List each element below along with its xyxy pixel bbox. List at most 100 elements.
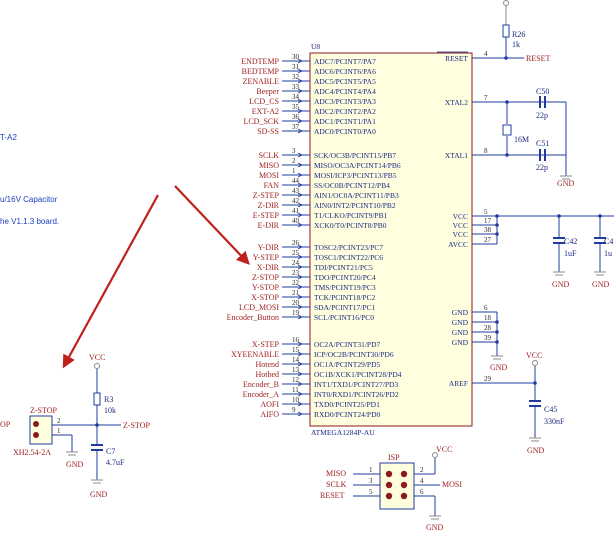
pin-net-label: Y-STOP xyxy=(252,283,280,292)
pin-number: 15 xyxy=(292,346,300,354)
pin-function-label: AIN0/INT2/PCINT10/PB2 xyxy=(314,201,396,210)
pin-net-label: E-STEP xyxy=(253,211,280,220)
pin-direction-mark xyxy=(297,182,303,188)
c-edge-gnd: GND xyxy=(592,280,610,289)
pin-net-label: ZENABLE xyxy=(243,77,280,86)
c51-ref: C51 xyxy=(536,139,549,148)
pin-function-label: ADC1/PCINT1/PA1 xyxy=(314,117,376,126)
pin-direction-mark xyxy=(297,244,303,250)
pin-function-label: INT0/RXD1/PCINT26/PD2 xyxy=(314,390,399,399)
pin-number: 36 xyxy=(292,113,300,121)
pin-number: 13 xyxy=(292,366,300,374)
pin-direction-mark xyxy=(297,192,303,198)
r3-value: 10k xyxy=(104,406,116,415)
pin-direction-mark xyxy=(297,411,303,417)
pin-function-label: INT1/TXD1/PCINT27/PD3 xyxy=(314,380,398,389)
zstop-vcc: VCC xyxy=(89,353,105,362)
isp-miso: MISO xyxy=(326,469,346,478)
pin-direction-mark xyxy=(297,98,303,104)
mcu-part: ATMEGA1284P-AU xyxy=(311,428,375,437)
isp-vcc: VCC xyxy=(436,445,452,454)
pin-net-label: LCD_SCK xyxy=(243,117,279,126)
pin-function-label: TXD0/PCINT25/PD1 xyxy=(314,400,380,409)
pin-number: 1 xyxy=(292,167,296,175)
pin-net-label: MOSI xyxy=(259,171,279,180)
isp-gnd: GND xyxy=(426,523,444,532)
pin-net-label: E-DIR xyxy=(258,221,280,230)
pin-function-label: TDI/PCINT21/PC5 xyxy=(314,263,373,272)
pin-direction-mark xyxy=(297,152,303,158)
mcu-body xyxy=(309,52,473,427)
c7-ref: C7 xyxy=(106,447,115,456)
pin-number: 6 xyxy=(484,304,488,312)
pin-net-label: Z-DIR xyxy=(258,201,280,210)
zstop-circuit: Z-STOP OP 2 1 XH2.54-2A GND VCC R3 10k Z… xyxy=(0,353,151,499)
c51-value: 22p xyxy=(536,163,548,172)
pin-direction-mark xyxy=(297,371,303,377)
pin-number: 29 xyxy=(484,375,492,383)
pin-net-label: ENDTEMP xyxy=(241,57,279,66)
note-capacitor: u/16V Capacitor xyxy=(0,195,58,204)
pin-direction-mark xyxy=(297,118,303,124)
pin-net-label: Encoder_Button xyxy=(227,313,279,322)
pin-function-label: RXD0/PCINT24/PD0 xyxy=(314,410,381,419)
pin-direction-mark xyxy=(297,78,303,84)
pin-direction-mark xyxy=(297,172,303,178)
pin-function-label: ADC0/PCINT0/PA0 xyxy=(314,127,376,136)
pin-direction-mark xyxy=(297,68,303,74)
r26-ref: R26 xyxy=(512,30,525,39)
pin-function-label: VCC xyxy=(453,212,468,221)
pin-function-label: ADC6/PCINT6/PA6 xyxy=(314,67,376,76)
pin-direction-mark xyxy=(297,351,303,357)
pin-function-label: SCK/OC3B/PCINT15/PB7 xyxy=(314,151,396,160)
zstop-connector-part: XH2.54-2A xyxy=(13,448,51,457)
pin-function-label: XCK0/T0/PCINT8/PB0 xyxy=(314,221,387,230)
isp-header: ISP MISO SCLK RESET 1 3 5 2 4 6 MOSI VCC… xyxy=(320,445,462,532)
pin-direction-mark xyxy=(297,212,303,218)
pin-direction-mark xyxy=(297,294,303,300)
zstop-pin1: 1 xyxy=(57,427,61,435)
pin-net-label: X-STEP xyxy=(252,340,280,349)
pin-function-label: AVCC xyxy=(448,240,468,249)
pin-direction-mark xyxy=(297,381,303,387)
pin-number: 23 xyxy=(292,269,300,277)
pin-net-label: Hotend xyxy=(255,360,279,369)
pin-direction-mark xyxy=(297,108,303,114)
pin-number: 11 xyxy=(292,386,299,394)
pin-net-label: LCD_CS xyxy=(249,97,279,106)
pin-number: 39 xyxy=(484,334,492,342)
c-edge-ref: C4 xyxy=(604,237,613,246)
pin-function-label: OC2A/PCINT31/PD7 xyxy=(314,340,381,349)
pin-direction-mark xyxy=(297,254,303,260)
pin-function-label: AREF xyxy=(449,379,468,388)
pin-number: 7 xyxy=(484,94,488,102)
pin-direction-mark xyxy=(297,162,303,168)
pin-function-label: OC1A/PCINT29/PD5 xyxy=(314,360,381,369)
aref-circuit: VCC C45 330nF GND xyxy=(481,351,565,455)
pin-net-label: X-DIR xyxy=(257,263,280,272)
pin-function-label: GND xyxy=(452,328,469,337)
pin-number: 14 xyxy=(292,356,300,364)
pin-number: 10 xyxy=(292,396,300,404)
c45-value: 330nF xyxy=(544,417,565,426)
isp-pin5: 5 xyxy=(369,488,373,496)
pin-function-label: ADC4/PCINT4/PA4 xyxy=(314,87,376,96)
arrow-to-chip-pc-pins xyxy=(174,185,250,265)
pin-number: 17 xyxy=(484,217,492,225)
pin-direction-mark xyxy=(297,264,303,270)
pin-function-label: TMS/PCINT19/PC3 xyxy=(314,283,376,292)
pin-function-label: TOSC1/PCINT22/PC6 xyxy=(314,253,383,262)
crystal-gnd: GND xyxy=(557,179,575,188)
pin-direction-mark xyxy=(297,58,303,64)
pin-function-label: ADC7/PCINT7/PA7 xyxy=(314,57,376,66)
pin-function-label: ADC2/PCINT2/PA2 xyxy=(314,107,376,116)
c45-ref: C45 xyxy=(544,405,557,414)
pin-number: 28 xyxy=(484,324,492,332)
pin-direction-mark xyxy=(297,202,303,208)
isp-sclk: SCLK xyxy=(326,480,347,489)
chip-gnd: GND xyxy=(490,363,508,372)
note-ext-a2: T-A2 xyxy=(0,133,17,142)
pin-net-label: SD-SS xyxy=(257,127,279,136)
pin-direction-mark xyxy=(297,284,303,290)
